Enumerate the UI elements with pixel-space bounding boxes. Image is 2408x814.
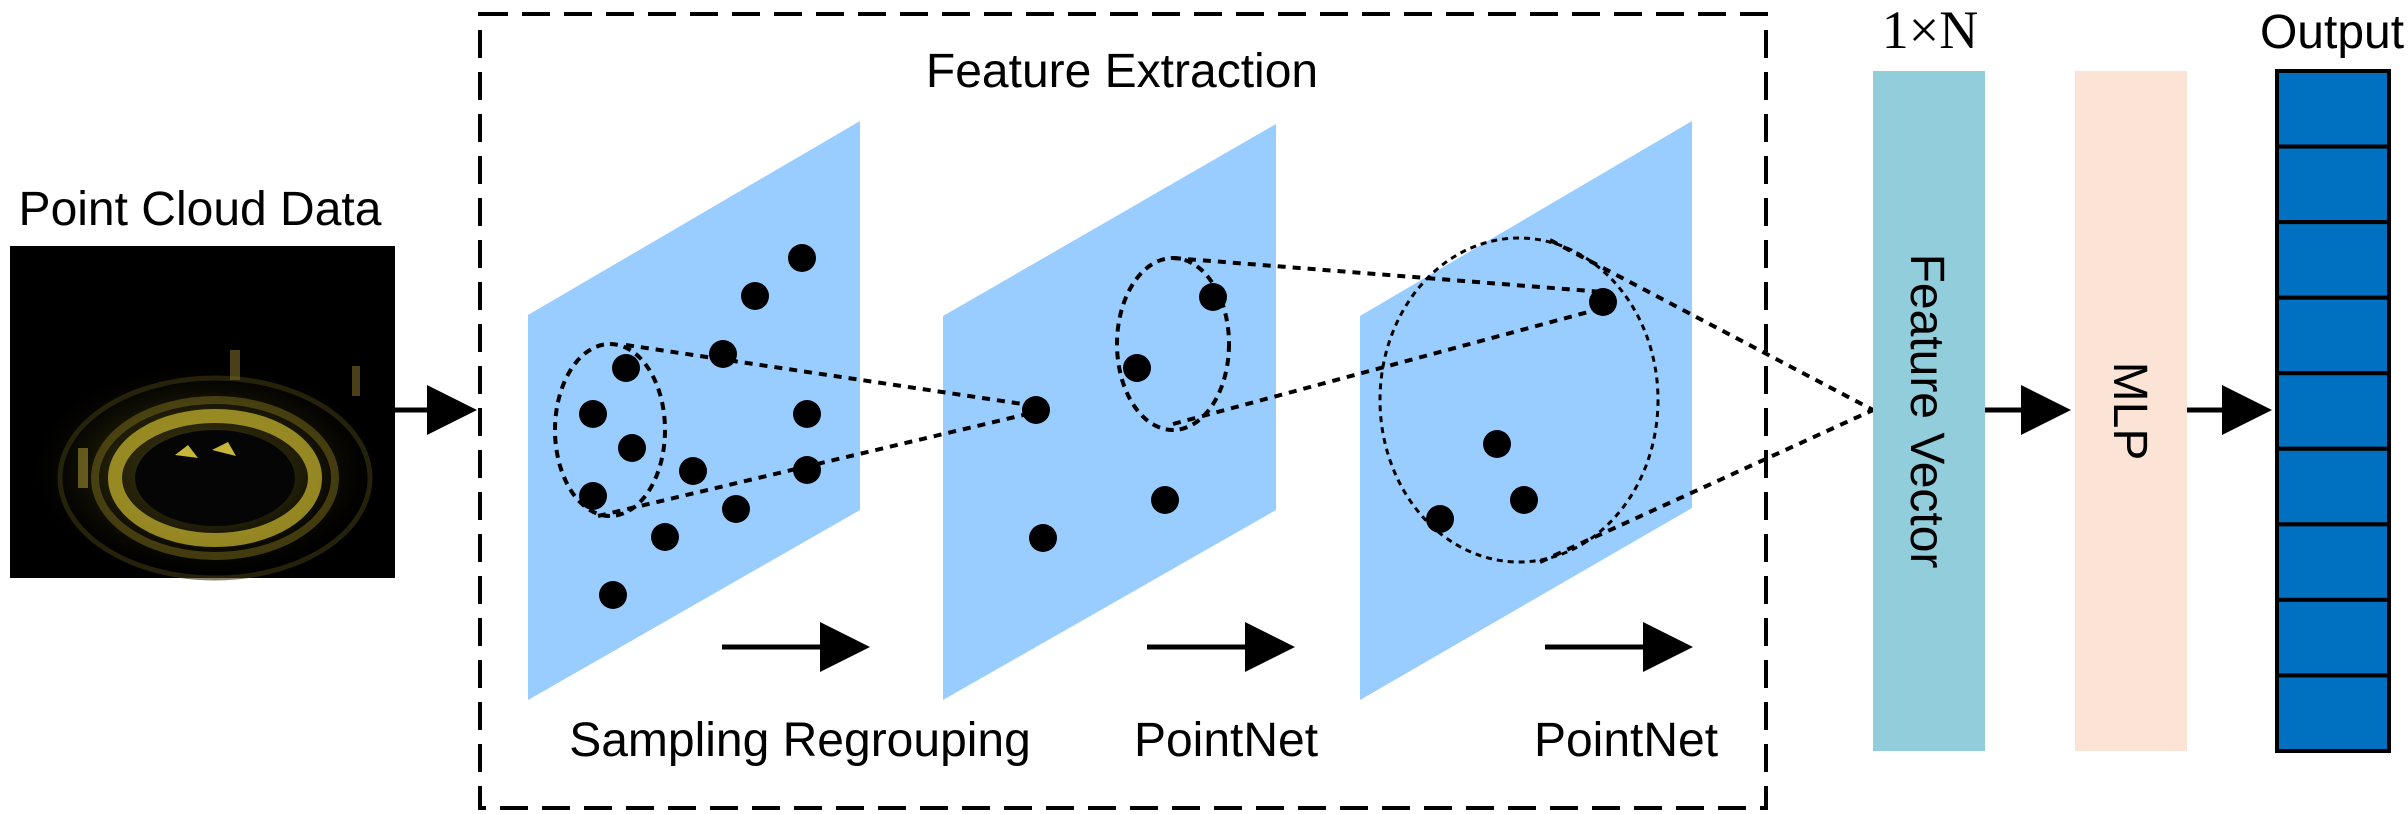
feature-extraction-frame <box>478 12 1768 810</box>
output-cell <box>2275 295 2391 376</box>
feature-vector-label: Feature Vector <box>1900 254 1953 569</box>
stage-label-pointnet-1: PointNet <box>1134 714 1318 767</box>
pointnet-2-group-circle <box>1378 236 1660 564</box>
sampling-group-circle <box>553 342 667 518</box>
sampling-plane <box>528 121 860 700</box>
output-cell <box>2275 69 2391 149</box>
output-cell <box>2275 597 2391 678</box>
pointnet-plane-2 <box>1360 121 1692 700</box>
feature-extraction-title: Feature Extraction <box>926 45 1318 98</box>
output-cell <box>2275 446 2391 527</box>
feature-vector-dimension: 1×N <box>1882 0 1978 60</box>
point-cloud-label: Point Cloud Data <box>19 183 382 236</box>
projection-lines <box>597 238 1874 564</box>
output-stack <box>2275 69 2391 754</box>
output-label: Output <box>2260 6 2404 59</box>
stage-label-sampling-regrouping: Sampling Regrouping <box>569 714 1031 767</box>
output-cell <box>2275 673 2391 754</box>
stage-label-pointnet-2: PointNet <box>1534 714 1718 767</box>
output-cell <box>2275 144 2391 225</box>
mlp-box <box>2075 71 2187 751</box>
feature-vector-box <box>1873 71 1985 751</box>
sampling-points <box>579 244 821 609</box>
output-cell <box>2275 522 2391 602</box>
output-cell <box>2275 220 2391 300</box>
output-cell <box>2275 371 2391 451</box>
pointnet-plane-1 <box>943 124 1276 700</box>
mlp-label: MLP <box>2103 362 2156 461</box>
point-cloud-image <box>10 246 395 581</box>
